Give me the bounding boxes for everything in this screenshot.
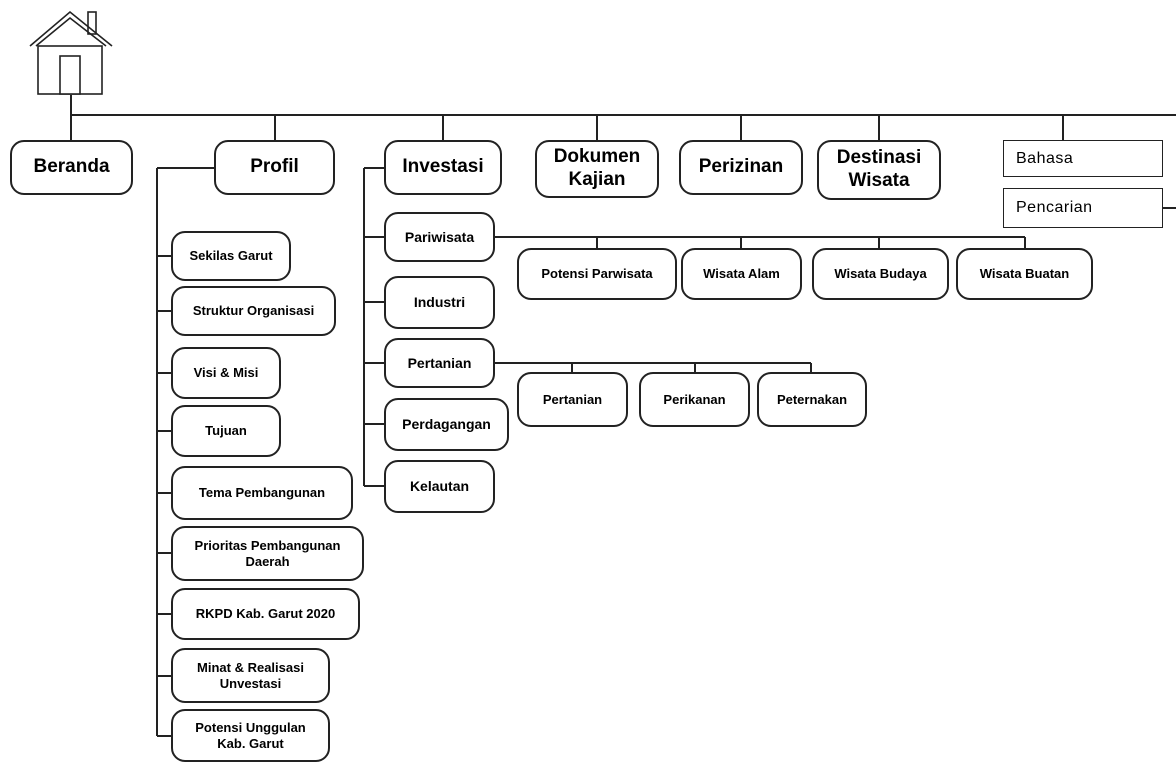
profil-item[interactable]: Minat & Realisasi Unvestasi bbox=[171, 648, 330, 703]
investasi-item[interactable]: Pertanian bbox=[384, 338, 495, 388]
menu-beranda[interactable]: Beranda bbox=[10, 140, 133, 195]
menu-perizinan[interactable]: Perizinan bbox=[679, 140, 803, 195]
investasi-item[interactable]: Kelautan bbox=[384, 460, 495, 513]
profil-item[interactable]: Visi & Misi bbox=[171, 347, 281, 399]
pertanian-item[interactable]: Pertanian bbox=[517, 372, 628, 427]
profil-item[interactable]: Prioritas Pembangunan Daerah bbox=[171, 526, 364, 581]
profil-item[interactable]: RKPD Kab. Garut 2020 bbox=[171, 588, 360, 640]
pariwisata-item[interactable]: Wisata Buatan bbox=[956, 248, 1093, 300]
profil-item[interactable]: Tema Pembangunan bbox=[171, 466, 353, 520]
pariwisata-item[interactable]: Wisata Alam bbox=[681, 248, 802, 300]
profil-item[interactable]: Tujuan bbox=[171, 405, 281, 457]
pertanian-item[interactable]: Perikanan bbox=[639, 372, 750, 427]
house-icon[interactable] bbox=[28, 10, 114, 96]
menu-pencarian[interactable]: Pencarian bbox=[1003, 188, 1163, 228]
investasi-item[interactable]: Pariwisata bbox=[384, 212, 495, 262]
pariwisata-item[interactable]: Wisata Budaya bbox=[812, 248, 949, 300]
investasi-item[interactable]: Perdagangan bbox=[384, 398, 509, 451]
menu-investasi[interactable]: Investasi bbox=[384, 140, 502, 195]
menu-destinasi-wisata[interactable]: Destinasi Wisata bbox=[817, 140, 941, 200]
menu-profil[interactable]: Profil bbox=[214, 140, 335, 195]
pariwisata-item[interactable]: Potensi Parwisata bbox=[517, 248, 677, 300]
profil-item[interactable]: Struktur Organisasi bbox=[171, 286, 336, 336]
profil-item[interactable]: Sekilas Garut bbox=[171, 231, 291, 281]
menu-dokumen-kajian[interactable]: Dokumen Kajian bbox=[535, 140, 659, 198]
menu-bahasa[interactable]: Bahasa bbox=[1003, 140, 1163, 177]
pertanian-item[interactable]: Peternakan bbox=[757, 372, 867, 427]
profil-item[interactable]: Potensi Unggulan Kab. Garut bbox=[171, 709, 330, 762]
investasi-item[interactable]: Industri bbox=[384, 276, 495, 329]
